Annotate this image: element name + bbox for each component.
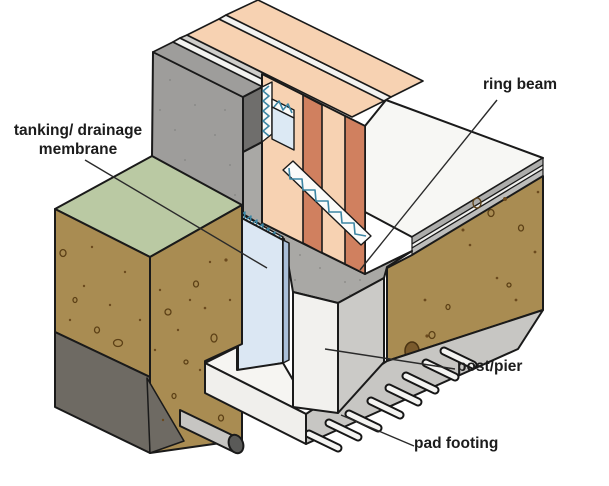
label-ring-beam: ring beam [483, 76, 558, 93]
label-post-pier: post/pier [457, 358, 523, 375]
stud [302, 94, 323, 254]
label-tanking-line1: tanking/ drainage [13, 122, 143, 139]
leader-pad-footing [340, 414, 415, 447]
label-tanking-membrane: tanking/ drainage membrane [2, 121, 154, 159]
leader-tanking-membrane [84, 159, 268, 269]
soil-block [54, 155, 243, 454]
stud [344, 115, 366, 275]
subsoil-dark-corner [146, 377, 185, 454]
floor-slab [364, 99, 544, 256]
drain-pipe [179, 409, 245, 455]
label-pad-footing: pad footing [414, 435, 499, 452]
leader-lines [84, 99, 498, 447]
post-pier-shape [292, 277, 385, 414]
insulation-board [271, 106, 295, 151]
pad-footing-front [204, 346, 307, 445]
label-tanking-line2: membrane [38, 141, 118, 158]
insulation-zigzag [261, 81, 372, 246]
rebar-dowels [304, 346, 478, 453]
wall-cut-face [242, 86, 263, 153]
leader-post-pier [324, 348, 456, 370]
leader-ring-beam [359, 99, 498, 271]
